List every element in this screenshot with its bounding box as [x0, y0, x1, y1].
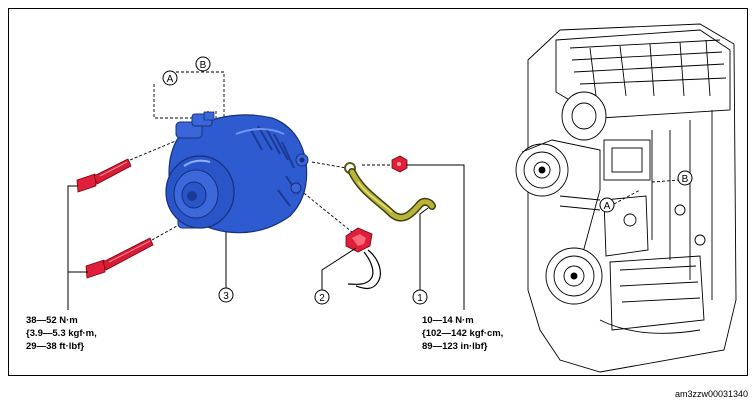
svg-text:2: 2: [319, 293, 325, 304]
callout-a-left: A: [162, 70, 178, 86]
document-id: am3zzw00031340: [674, 389, 748, 399]
torque-spec-line: 89—123 in·lbf}: [422, 341, 488, 352]
lower-bolt: [85, 237, 154, 279]
svg-text:B: B: [682, 174, 689, 185]
torque-spec-line: 10—14 N·m: [422, 315, 474, 326]
diagram-frame: [8, 8, 748, 376]
svg-text:1: 1: [417, 293, 423, 304]
svg-text:B: B: [200, 60, 207, 71]
torque-spec-line: 38—52 N·m: [26, 315, 78, 326]
engine-illustration: [515, 23, 737, 373]
torque-spec-line: {102—142 kgf·cm,: [422, 328, 504, 339]
torque-spec-line: 29—38 ft·lbf}: [26, 341, 85, 352]
leader-lines: [67, 164, 465, 310]
callout-2: 2: [314, 289, 330, 305]
generator-connector: [345, 227, 381, 290]
torque-spec-bolts: 38—52 N·m {3.9—5.3 kgf·m, 29—38 ft·lbf}: [26, 314, 97, 353]
torque-spec-nut: 10—14 N·m {102—142 kgf·cm, 89—123 in·lbf…: [422, 314, 503, 353]
svg-text:A: A: [167, 74, 174, 85]
svg-text:A: A: [604, 201, 611, 212]
callout-b-left: B: [195, 56, 211, 72]
svg-text:3: 3: [223, 291, 229, 302]
terminal-nut: [391, 155, 408, 173]
callout-1: 1: [412, 289, 428, 305]
generator: [165, 111, 309, 234]
upper-bolt: [76, 158, 132, 193]
generator-cable: [344, 162, 436, 222]
callout-b-engine: B: [677, 170, 693, 186]
torque-spec-line: {3.9—5.3 kgf·m,: [26, 328, 97, 339]
callout-3: 3: [218, 287, 234, 303]
callout-a-engine: A: [599, 197, 615, 213]
